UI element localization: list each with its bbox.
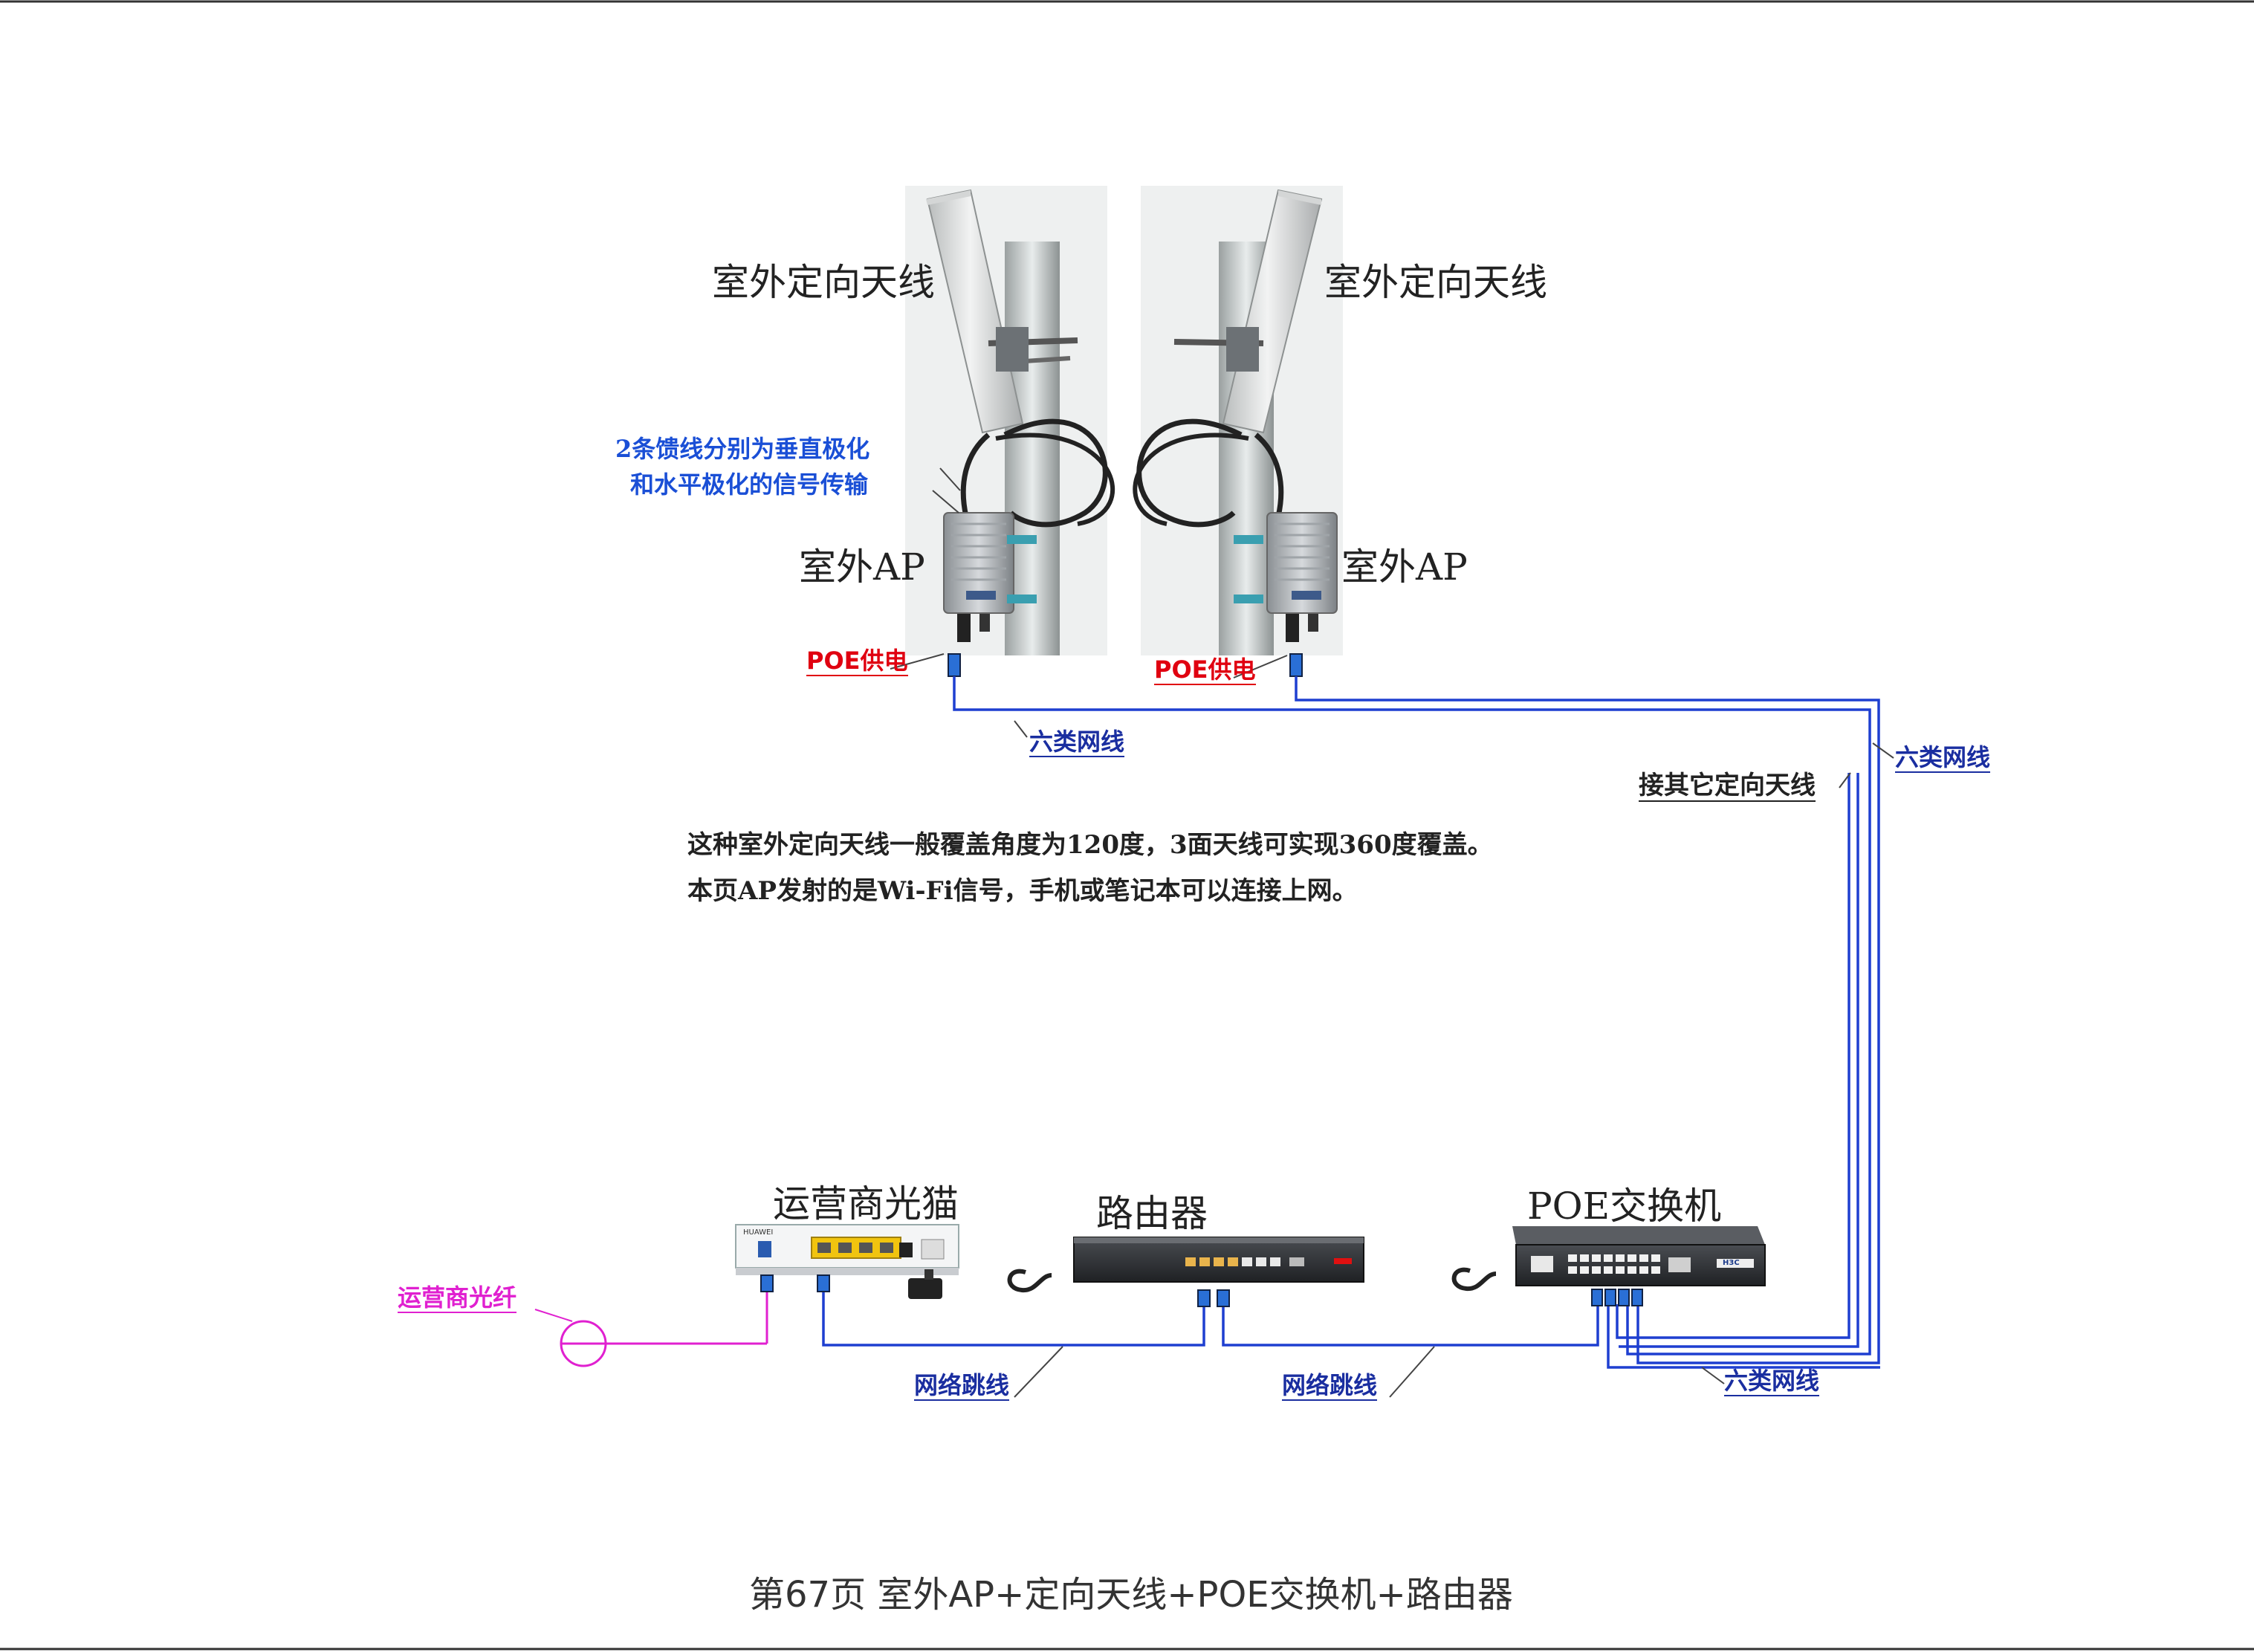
feeder-note-line1: 2条馈线分别为垂直极化 bbox=[615, 435, 870, 463]
modem-brand-text: HUAWEI bbox=[743, 1228, 774, 1237]
cat6-right-label: 六类网线 bbox=[1895, 743, 1991, 773]
note-line1: 这种室外定向天线一般覆盖角度为120度，3面天线可实现360度覆盖。 bbox=[687, 830, 1493, 860]
antenna-right-label: 室外定向天线 bbox=[1324, 261, 1547, 304]
ap-right-label: 室外AP bbox=[1341, 545, 1468, 589]
left-antenna-photo bbox=[905, 186, 1115, 655]
leader-lines bbox=[890, 467, 1894, 1398]
feeder-note-line2: 和水平极化的信号传输 bbox=[630, 470, 869, 499]
ap-left-rj45-icon bbox=[948, 653, 961, 677]
cat6-bottom-label: 六类网线 bbox=[1724, 1367, 1820, 1396]
patch-left-label: 网络跳线 bbox=[914, 1371, 1010, 1401]
cat6-cables bbox=[822, 676, 1880, 1369]
antenna-left-label: 室外定向天线 bbox=[712, 261, 935, 304]
switch-brand-text: H3C bbox=[1723, 1259, 1740, 1267]
cat6-top-label: 六类网线 bbox=[1029, 728, 1125, 757]
patch-right-label: 网络跳线 bbox=[1282, 1371, 1378, 1401]
modem-device bbox=[735, 1224, 959, 1299]
ap-right-rj45-icon bbox=[1289, 653, 1303, 677]
note-line2: 本页AP发射的是Wi-Fi信号，手机或笔记本可以连接上网。 bbox=[687, 876, 1358, 906]
poe-switch-label: POE交换机 bbox=[1527, 1185, 1722, 1228]
fiber-label: 运营商光纤 bbox=[398, 1283, 517, 1313]
fiber-line bbox=[534, 1289, 768, 1367]
modem-label: 运营商光猫 bbox=[773, 1182, 959, 1225]
router-device bbox=[1007, 1237, 1364, 1307]
ap-left-label: 室外AP bbox=[799, 545, 925, 589]
router-label: 路由器 bbox=[1096, 1192, 1208, 1235]
page-caption: 第67页 室外AP+定向天线+POE交换机+路由器 bbox=[749, 1574, 1513, 1616]
poe-right-label: POE供电 bbox=[1154, 655, 1256, 685]
poe-switch-device bbox=[1451, 1226, 1766, 1306]
poe-left-label: POE供电 bbox=[806, 647, 908, 676]
other-antenna-label: 接其它定向天线 bbox=[1639, 771, 1816, 802]
right-antenna-photo bbox=[1133, 186, 1343, 655]
